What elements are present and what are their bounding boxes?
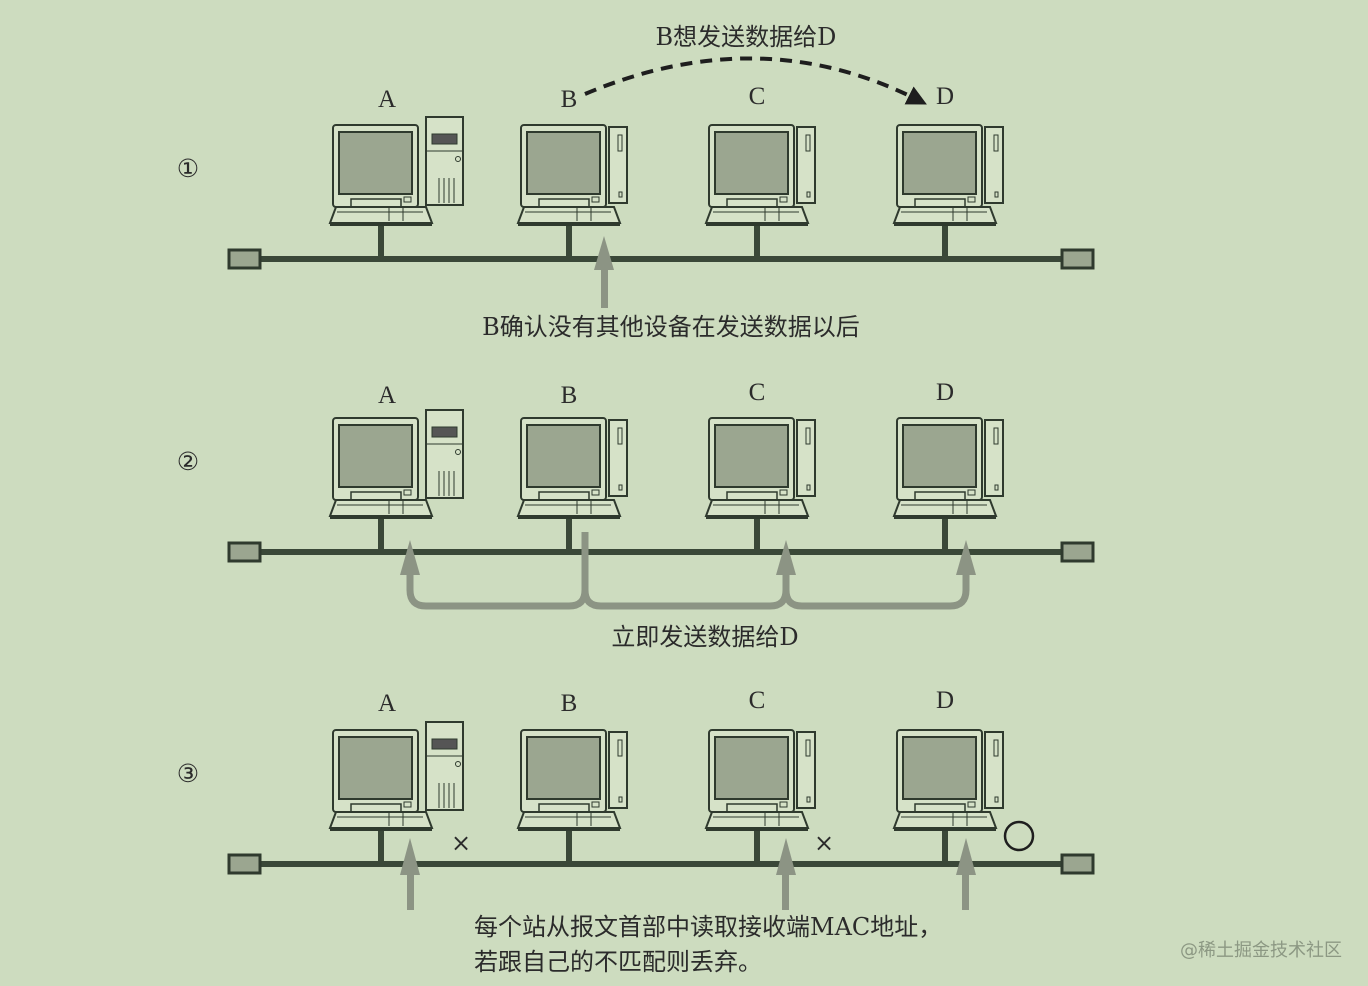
- receive-arrows: [400, 838, 976, 910]
- bus-cable: [244, 861, 1064, 867]
- panel-number: ①: [177, 156, 199, 183]
- dashed-arrow-b-to-d: [584, 56, 927, 105]
- terminator-right: [1060, 541, 1095, 563]
- panel2-caption: 立即发送数据给D: [611, 623, 798, 651]
- station-label: B: [561, 86, 578, 113]
- station-label: A: [378, 690, 396, 717]
- computer-b: B: [517, 382, 628, 553]
- panel-number: ③: [177, 761, 199, 788]
- computer-a: A: [329, 382, 464, 553]
- computer-d: D: [893, 83, 1004, 260]
- reject-mark-a: ×: [451, 829, 471, 857]
- computer-c: C: [705, 83, 816, 260]
- computer-c: C: [705, 379, 816, 553]
- station-label: D: [936, 687, 954, 714]
- station-label: C: [749, 379, 766, 406]
- broadcast-arrows: [406, 532, 970, 610]
- computer-d: D: [893, 687, 1004, 865]
- terminator-left: [227, 248, 262, 270]
- panel-1: ① A B C D: [177, 83, 1095, 270]
- bus-cable: [244, 549, 1064, 555]
- computer-a: A: [329, 690, 464, 865]
- accept-mark-d: [1003, 820, 1035, 852]
- reject-mark-c: ×: [814, 829, 834, 857]
- arrowheads: [400, 540, 976, 575]
- watermark: @稀土掘金技术社区: [1180, 940, 1342, 961]
- panel-3: ③ A B C D: [177, 687, 1095, 875]
- panel1-top-caption: B想发送数据给D: [656, 23, 837, 51]
- computer-a: A: [329, 86, 464, 260]
- terminator-right: [1060, 248, 1095, 270]
- station-label: B: [561, 690, 578, 717]
- panel-number: ②: [177, 449, 199, 476]
- computer-d: D: [893, 379, 1004, 553]
- computer-c: C: [705, 687, 816, 865]
- station-label: C: [749, 687, 766, 714]
- station-label: D: [936, 83, 954, 110]
- computer-b: B: [517, 86, 628, 260]
- terminator-left: [227, 541, 262, 563]
- terminator-left: [227, 853, 262, 875]
- panel3-caption-line1: 每个站从报文首部中读取接收端MAC地址，: [474, 913, 942, 941]
- station-label: D: [936, 379, 954, 406]
- panel1-caption: B确认没有其他设备在发送数据以后: [482, 313, 860, 341]
- station-label: A: [378, 86, 396, 113]
- panel3-caption-line2: 若跟自己的不匹配则丢弃。: [474, 948, 762, 976]
- bus-cable: [244, 256, 1064, 262]
- station-label: A: [378, 382, 396, 409]
- terminator-right: [1060, 853, 1095, 875]
- station-label: C: [749, 83, 766, 110]
- station-label: B: [561, 382, 578, 409]
- up-arrow: [594, 236, 614, 308]
- panel-2: ② A B C D: [177, 379, 1095, 563]
- computer-b: B: [517, 690, 628, 865]
